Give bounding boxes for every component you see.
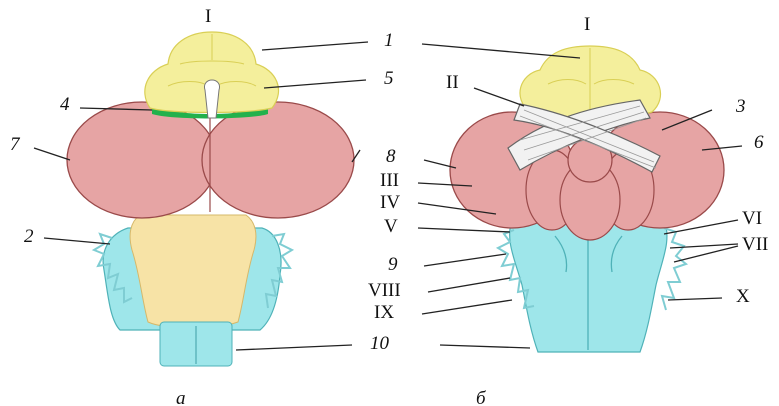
label-3: 3	[735, 96, 746, 117]
label-IV: IV	[380, 192, 400, 213]
label-V: V	[384, 216, 398, 237]
left-medulla-dorsal	[130, 215, 256, 328]
label-I-right: I	[584, 14, 590, 35]
label-10: 10	[370, 333, 390, 354]
label-1: 1	[384, 30, 394, 51]
label-9: 9	[388, 254, 398, 275]
label-7: 7	[10, 134, 21, 155]
label-III: III	[380, 170, 399, 191]
label-5: 5	[384, 68, 394, 89]
label-VIII: VIII	[368, 280, 401, 301]
label-IX: IX	[374, 302, 394, 323]
label-II: II	[446, 72, 459, 93]
label-X: X	[736, 286, 750, 307]
left-brain-view	[67, 32, 354, 366]
label-6: 6	[754, 132, 764, 153]
label-VII: VII	[742, 234, 768, 255]
label-VI: VI	[742, 208, 762, 229]
caption-a: а	[176, 388, 186, 406]
right-brain-view	[450, 46, 724, 352]
label-4: 4	[60, 94, 70, 115]
left-optic-lobe-left	[67, 102, 217, 218]
label-8: 8	[386, 146, 396, 167]
caption-b: б	[476, 388, 487, 406]
left-optic-lobe-right	[202, 102, 354, 218]
label-I-left: I	[205, 6, 211, 27]
label-2: 2	[24, 226, 34, 247]
